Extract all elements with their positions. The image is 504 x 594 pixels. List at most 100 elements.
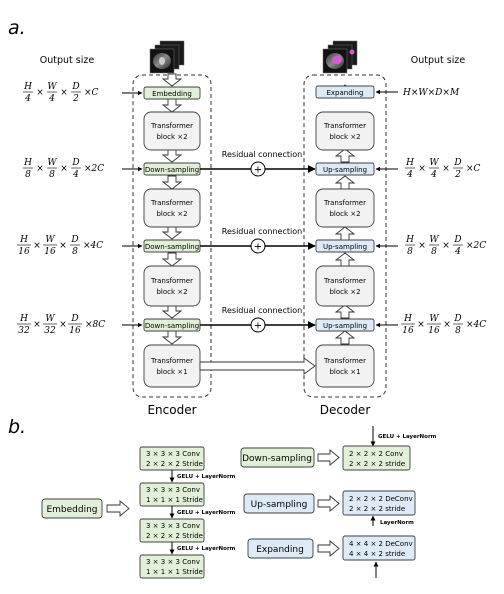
svg-text:×: × — [417, 320, 425, 330]
svg-text:4: 4 — [24, 94, 31, 104]
svg-text:×: × — [59, 241, 67, 251]
svg-text:W: W — [45, 235, 55, 245]
svg-text:W: W — [429, 158, 439, 168]
encoder-transformer-block-2 — [143, 188, 201, 228]
b-up-deconv-line2: 2 × 2 × 2 stride — [349, 505, 405, 513]
decoder-tb4-line2: block ×1 — [329, 368, 360, 376]
b-up-deconv-box — [342, 490, 416, 516]
residual-connection-2: + Residual connection — [200, 227, 316, 254]
b-embed-conv-1-line2: 2 × 2 × 2 Stride — [146, 460, 203, 468]
b-embed-conv-2-line1: 3 × 3 × 3 Conv — [146, 486, 200, 494]
decoder-expanding-label: Expanding — [326, 89, 363, 97]
size-right-2: H 8 × W 8 × D 4 ×2C — [405, 235, 486, 257]
svg-text:×: × — [36, 164, 44, 174]
b-gelu-3: GELU + LayerNorm — [177, 546, 236, 552]
encoder-transformer-block-3 — [143, 265, 201, 307]
b-expanding-label: Expanding — [256, 545, 304, 555]
encoder-downsampling-2-label: Down-sampling — [145, 243, 199, 251]
b-down-conv-line1: 2 × 2 × 2 Conv — [349, 450, 403, 458]
residual-connection-3: + Residual connection — [200, 306, 316, 333]
decoder-tb3-line1: Transformer — [323, 277, 366, 285]
svg-text:H: H — [19, 235, 28, 245]
svg-text:16: 16 — [69, 326, 81, 336]
svg-text:W: W — [429, 314, 439, 324]
b-expand-deconv-box — [342, 535, 416, 561]
svg-text:H: H — [405, 235, 414, 245]
decoder-tb1-line2: block ×2 — [329, 133, 360, 141]
svg-text:×: × — [36, 88, 44, 98]
decoder-upsampling-1-box — [315, 162, 375, 176]
encoder-tb3-line2: block ×2 — [156, 288, 187, 296]
svg-text:D: D — [70, 314, 78, 324]
svg-text:2: 2 — [72, 94, 79, 104]
b-upsampling-label: Up-sampling — [251, 500, 308, 510]
encoder-tb1-line2: block ×2 — [156, 133, 187, 141]
size-left-4: H 32 × W 32 × D 16 ×8C — [17, 314, 105, 336]
svg-text:8: 8 — [25, 170, 31, 180]
b-gelu-2: GELU + LayerNorm — [177, 510, 236, 516]
b-down-gelu: GELU + LayerNorm — [378, 434, 437, 440]
svg-text:16: 16 — [18, 247, 30, 257]
encoder-tb1-line1: Transformer — [150, 122, 193, 130]
input-volume-image — [149, 40, 185, 74]
decoder-tb2-line2: block ×2 — [329, 210, 360, 218]
decoder-transformer-block-4 — [315, 344, 375, 388]
svg-text:H: H — [23, 158, 32, 168]
decoder-expanding-box — [315, 85, 375, 99]
decoder-transformer-block-1 — [315, 111, 375, 151]
residual-connection-2-label: Residual connection — [222, 227, 302, 236]
residual-plus-2: + — [254, 242, 262, 253]
svg-text:×: × — [442, 164, 450, 174]
b-up-layernorm: LayerNorm — [380, 520, 414, 526]
encoder-label: Encoder — [147, 403, 196, 417]
size-connector-arrows — [122, 89, 398, 328]
b-up-deconv-line1: 2 × 2 × 2 DeConv — [349, 495, 413, 503]
decoder-upsampling-2-box — [315, 239, 375, 253]
svg-text:2: 2 — [454, 170, 461, 180]
svg-text:D: D — [453, 235, 461, 245]
encoder-flow-arrows — [161, 73, 183, 345]
svg-text:W: W — [47, 82, 57, 92]
svg-text:4: 4 — [430, 170, 437, 180]
encoder-tb4-line2: block ×1 — [156, 368, 187, 376]
decoder-tb4-line1: Transformer — [323, 357, 366, 365]
svg-text:4: 4 — [72, 170, 79, 180]
svg-text:4: 4 — [406, 170, 413, 180]
svg-text:W: W — [47, 158, 57, 168]
b-expanding-box — [247, 538, 314, 559]
svg-text:×2C: ×2C — [84, 164, 104, 174]
svg-text:H: H — [19, 314, 28, 324]
decoder-tb3-line2: block ×2 — [329, 288, 360, 296]
size-left-2: H 8 × W 8 × D 4 ×2C — [23, 158, 104, 180]
svg-text:×: × — [418, 164, 426, 174]
decoder-tb1-line1: Transformer — [323, 122, 366, 130]
output-size-left-heading: Output size — [40, 55, 95, 66]
size-left-1: H 4 × W 4 × D 2 ×C — [23, 82, 99, 104]
svg-text:8: 8 — [455, 326, 461, 336]
svg-text:×4C: ×4C — [83, 241, 103, 251]
size-right-3: H 16 × W 16 × D 8 ×4C — [401, 314, 486, 336]
decoder-upsampling-3-box — [315, 318, 375, 332]
svg-text:8: 8 — [431, 247, 437, 257]
decoder-container — [303, 74, 387, 398]
svg-text:4: 4 — [48, 94, 55, 104]
svg-text:8: 8 — [407, 247, 413, 257]
b-embed-conv-3-line1: 3 × 3 × 3 Conv — [146, 522, 200, 530]
encoder-transformer-block-1 — [143, 111, 201, 151]
residual-connection-1: + Residual connection — [200, 150, 316, 177]
svg-text:×C: ×C — [466, 164, 481, 174]
b-embed-conv-4-line1: 3 × 3 × 3 Conv — [146, 558, 200, 566]
b-expand-deconv-line1: 4 × 4 × 2 DeConv — [349, 540, 413, 548]
encoder-tb3-line1: Transformer — [150, 277, 193, 285]
encoder-embedding-box — [143, 86, 201, 100]
decoder-tb2-line1: Transformer — [323, 199, 366, 207]
svg-text:×: × — [60, 164, 68, 174]
svg-text:H: H — [403, 314, 412, 324]
encoder-downsampling-3-label: Down-sampling — [145, 322, 199, 330]
panel-a-label: a. — [8, 17, 26, 39]
b-upsampling-arrow — [317, 495, 340, 512]
svg-text:×8C: ×8C — [85, 320, 105, 330]
svg-text:W: W — [45, 314, 55, 324]
decoder-upsampling-1-label: Up-sampling — [323, 166, 367, 174]
